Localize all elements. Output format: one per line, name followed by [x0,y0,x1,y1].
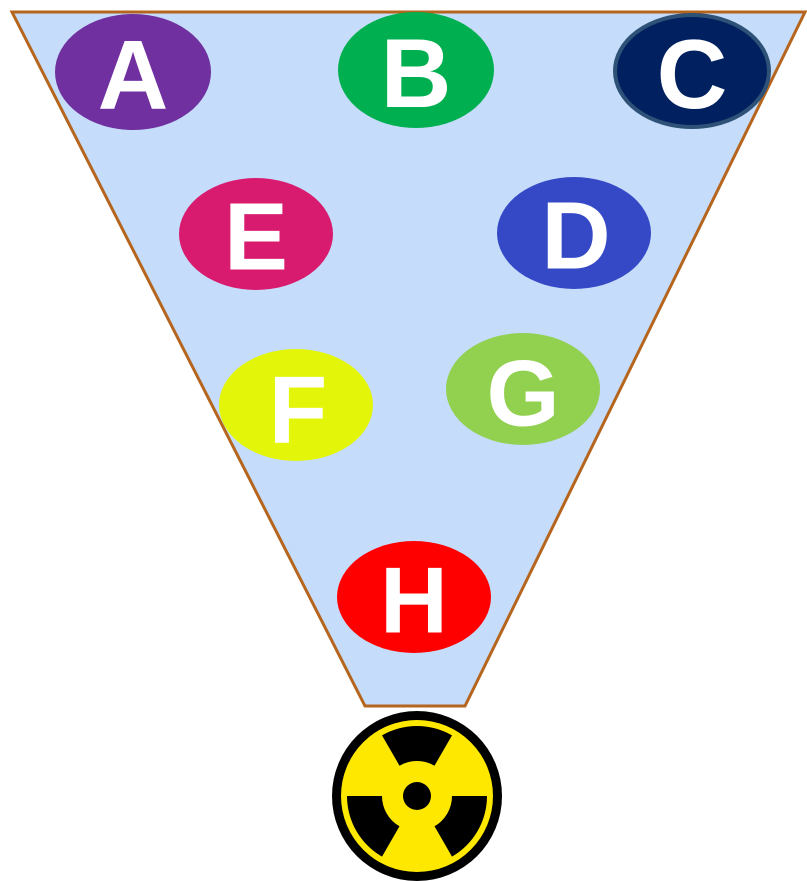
node-d-ellipse [497,177,651,289]
node-g-label: G [486,341,559,446]
radiation-trefoil-icon [332,711,502,881]
node-h: H [337,541,491,653]
node-e-label: E [224,184,288,291]
node-f-ellipse [219,349,373,461]
node-c-ellipse [613,13,771,129]
node-a-label: A [98,20,169,130]
trefoil-blade-top [382,726,452,766]
node-f: F [219,349,373,464]
node-g-ellipse [446,333,600,445]
trefoil-hub [403,782,431,810]
node-d-label: D [541,183,610,290]
node-c-label: C [657,19,728,129]
node-a-ellipse [55,14,211,130]
node-f-label: F [269,357,328,464]
node-e-ellipse [179,178,333,290]
trefoil-blade-left [347,796,400,857]
node-b: B [338,12,494,128]
node-e: E [179,178,333,291]
node-a: A [55,14,211,130]
node-c: C [613,13,771,129]
trefoil-blade-right [434,796,487,857]
node-h-ellipse [337,541,491,653]
node-h-label: H [380,548,448,653]
node-b-ellipse [338,12,494,128]
node-b-label: B [381,18,452,128]
node-d: D [497,177,651,290]
node-g: G [446,333,600,446]
